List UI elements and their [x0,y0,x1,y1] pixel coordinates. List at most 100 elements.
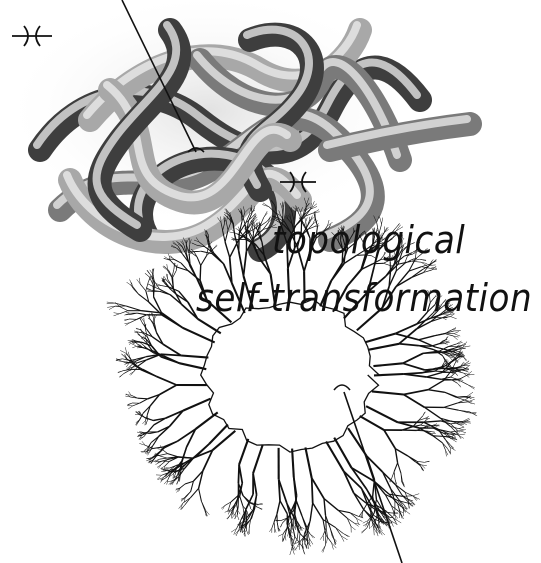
tree-branch [126,306,141,311]
tree-branch [434,333,446,336]
tree-branch [168,271,172,278]
tree-branch [166,283,170,289]
tree-branch [196,412,218,429]
tree-branch [174,259,181,263]
tree-branch [294,477,296,500]
tree-branch [161,454,168,456]
tree-branch [107,303,115,304]
tree-branch [160,385,177,395]
tree-branch [146,421,147,425]
tree-branch [277,501,280,514]
tree-branch [350,513,358,516]
tree-branch [344,471,354,493]
tree-branch [133,286,139,294]
tree-branch [150,270,154,275]
tree-branch [398,463,401,474]
tree-branch [138,398,148,399]
tree-branch [140,399,148,403]
tree-branch [395,449,397,463]
tree-branch [320,535,323,539]
tree-branch [444,344,448,345]
tree-branch [444,407,459,410]
tree-branch [458,435,464,438]
tree-branch [197,257,201,266]
tree-branch [302,516,307,528]
tree-branch [133,344,137,346]
tree-branch [146,288,152,291]
tree-branch [464,422,471,423]
tree-branch [137,313,147,315]
tree-branch [119,373,124,377]
tree-branch [160,458,168,459]
tree-branch [178,457,193,458]
tree-branch [191,488,199,497]
tree-branch [417,430,426,431]
tree-branch [179,363,206,369]
tree-branch [157,465,161,468]
tree-branch [458,375,467,380]
tree-branch [354,493,364,509]
tree-branch [312,478,313,503]
tree-ring [201,299,380,452]
tree-branch [244,252,247,276]
tree-branch [183,328,215,343]
tree-branch [213,431,236,450]
tree-branch [158,465,161,469]
tree-branch [374,374,403,375]
tree-branch [361,528,367,533]
tree-branch [160,456,168,458]
tree-branch [403,353,423,363]
tree-branch [275,528,276,532]
tree-branch [213,245,217,250]
tree-branch [305,447,311,478]
tree-branch [246,530,248,535]
tree-branch [288,532,289,537]
tree-branch [350,513,357,519]
tree-branch [428,390,445,393]
tree-branch [460,431,467,433]
tree-branch [458,429,463,430]
tree-branch [162,313,183,328]
tree-branch [394,472,395,479]
tree-branch [283,208,284,216]
tree-branch [186,492,191,497]
tree-branch [136,329,140,330]
tree-branch [365,334,395,343]
tree-branch [233,511,234,515]
tree-branch [269,528,272,532]
tree-branch [180,484,185,488]
tree-branch [454,334,460,336]
caption-line-1: topological [272,218,465,262]
tree-branch [130,319,137,322]
tree-branch [274,522,275,528]
tree-branch [272,522,274,528]
tree-branch [146,282,149,291]
tree-branch [395,449,408,456]
tree-branch [442,443,447,449]
tree-branch [351,526,356,530]
tree-branch [198,319,221,333]
tree-branch [185,481,193,484]
tree-branch [366,406,398,422]
tree-branch [384,430,395,449]
tree-branch [313,503,323,520]
tree-branch [360,416,384,430]
tree-branch [402,496,412,497]
tree-branch [107,302,115,303]
tree-branch [182,447,187,461]
tree-branch [150,318,154,324]
tree-branch [444,403,458,407]
tree-branch [334,438,351,468]
tree-branch [297,531,298,539]
tree-branch [326,442,344,472]
tree-branch [148,425,154,432]
tree-branch [327,537,328,543]
tree-branch [212,254,223,264]
tree-branch [227,514,231,519]
tree-branch [258,503,263,504]
tree-branch [392,472,394,478]
tree-branch [417,461,425,462]
tree-branch [163,266,168,270]
tree-branch [125,347,126,353]
tree-branch [199,488,202,501]
